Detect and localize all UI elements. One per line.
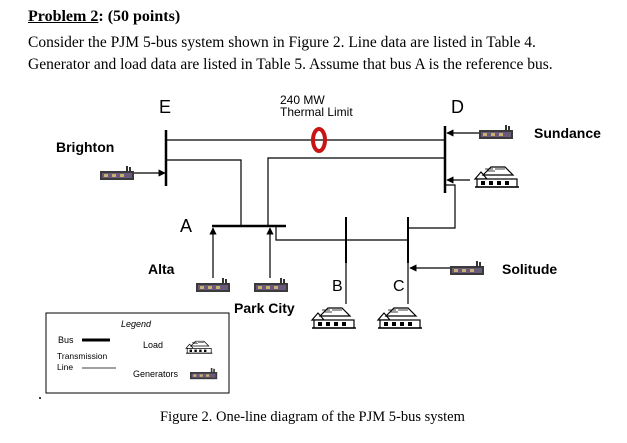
legend-bus-label: Bus — [58, 335, 74, 345]
problem-line-2: Generator and load data are listed in Ta… — [28, 56, 553, 73]
limit-value: 240 MW — [280, 93, 325, 107]
line-a-d — [267, 157, 445, 226]
limit-label: Thermal Limit — [280, 105, 353, 119]
line-a-b — [275, 226, 346, 241]
stray-dot — [39, 397, 41, 399]
legend-title: Legend — [121, 319, 152, 329]
bus-b-label: B — [332, 278, 343, 295]
problem-points: : (50 points) — [98, 8, 181, 25]
sundance-label: Sundance — [534, 125, 601, 141]
legend-line-label: Line — [57, 362, 73, 372]
brighton-label: Brighton — [56, 139, 114, 155]
legend-load-label: Load — [143, 340, 163, 350]
line-e-a — [166, 159, 242, 226]
brighton-generator-icon — [100, 166, 134, 180]
parkcity-generator-icon — [254, 278, 288, 292]
problem-line-1: Consider the PJM 5-bus system shown in F… — [28, 34, 536, 51]
bus-d-label: D — [451, 97, 464, 117]
bus-e-label: E — [159, 97, 171, 117]
legend-transmission-label: Transmission — [57, 351, 107, 361]
alta-generator-icon — [196, 278, 230, 292]
sundance-generator-icon — [479, 125, 513, 139]
bus-a-label: A — [180, 216, 192, 236]
problem-heading: Problem 2: (50 points) — [28, 8, 180, 26]
problem-statement: Consider the PJM 5-bus system shown in F… — [28, 32, 618, 76]
legend-generators-label: Generators — [133, 369, 179, 379]
line-c-d — [408, 184, 456, 229]
load-c-icon — [377, 307, 423, 329]
load-b-icon — [311, 307, 357, 329]
problem-label: Problem 2 — [28, 8, 99, 25]
load-d-icon — [474, 166, 520, 188]
parkcity-label: Park City — [234, 300, 295, 316]
solitude-label: Solitude — [502, 261, 557, 277]
solitude-generator-icon — [450, 261, 484, 275]
bus-c-label: C — [393, 278, 405, 295]
alta-label: Alta — [148, 261, 175, 277]
figure-caption: Figure 2. One-line diagram of the PJM 5-… — [160, 409, 465, 425]
thermal-limit-icon — [311, 127, 327, 153]
